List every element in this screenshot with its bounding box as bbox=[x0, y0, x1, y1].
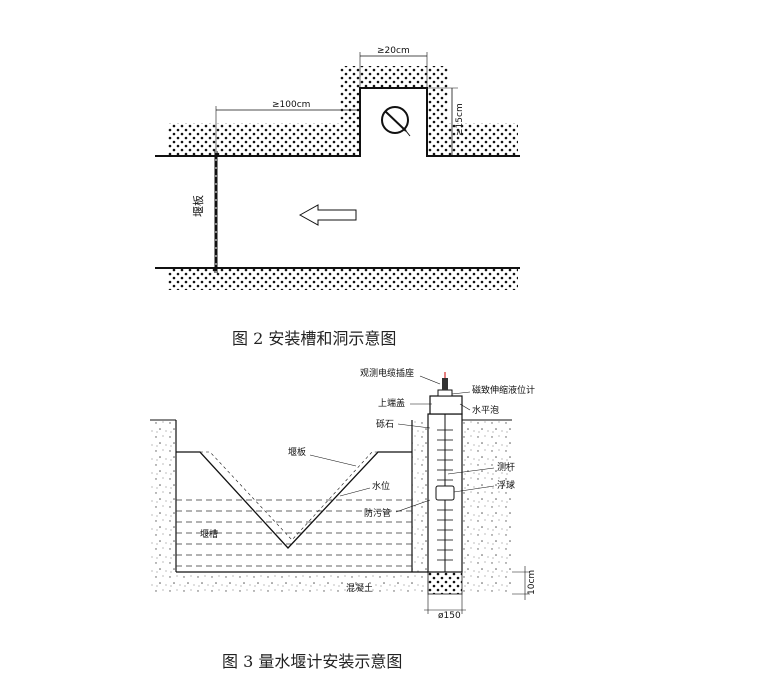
fig3-label-gauge: 磁致伸缩液位计 bbox=[472, 384, 535, 396]
fig3-caption: 图 3 量水堰计安装示意图 bbox=[222, 652, 403, 671]
fig3-label-top-cover: 上端盖 bbox=[378, 397, 405, 409]
fig2-dim-height: ≥15cm bbox=[455, 103, 465, 136]
fig2-upper-boundary bbox=[155, 87, 520, 157]
fig3-label-diameter: ø150 bbox=[438, 611, 461, 621]
fig2-upper-ground bbox=[168, 66, 518, 156]
fig2-flow-arrow bbox=[298, 204, 357, 226]
fig3-label-bubble: 水平泡 bbox=[472, 404, 499, 416]
fig3-label-water-level: 水位 bbox=[372, 480, 390, 492]
fig3-label-antifoul-pipe: 防污管 bbox=[364, 507, 391, 519]
fig2-dim-distance: ≥100cm bbox=[272, 100, 310, 110]
fig3-label-float: 浮球 bbox=[497, 479, 515, 491]
fig3-socket bbox=[442, 378, 448, 390]
fig2-drawing bbox=[155, 52, 520, 290]
fig3-label-gravel: 砾石 bbox=[376, 418, 394, 430]
fig3-float bbox=[435, 485, 455, 501]
fig2-dim-width: ≥20cm bbox=[377, 46, 410, 56]
fig3-label-socket: 观测电缆插座 bbox=[360, 367, 414, 379]
fig3-right-wall bbox=[412, 420, 428, 572]
fig3-drawing bbox=[150, 372, 530, 614]
fig3-gravel-base bbox=[427, 571, 463, 595]
fig2-caption: 图 2 安装槽和洞示意图 bbox=[232, 329, 397, 348]
fig3-label-weir-groove: 堰槽 bbox=[200, 528, 218, 540]
fig3-weir-plate bbox=[176, 451, 412, 549]
fig2-weir-label: 堰板 bbox=[191, 195, 205, 217]
fig3-top-cover bbox=[429, 395, 463, 415]
fig3-label-weir-plate: 堰板 bbox=[288, 446, 306, 458]
fig2-lower-ground bbox=[168, 268, 518, 290]
fig3-label-depth: 10cm bbox=[527, 570, 537, 595]
fig3-label-concrete: 混凝土 bbox=[346, 582, 373, 594]
fig3-label-rod: 测杆 bbox=[497, 461, 515, 473]
fig3-left-wall bbox=[150, 420, 425, 594]
